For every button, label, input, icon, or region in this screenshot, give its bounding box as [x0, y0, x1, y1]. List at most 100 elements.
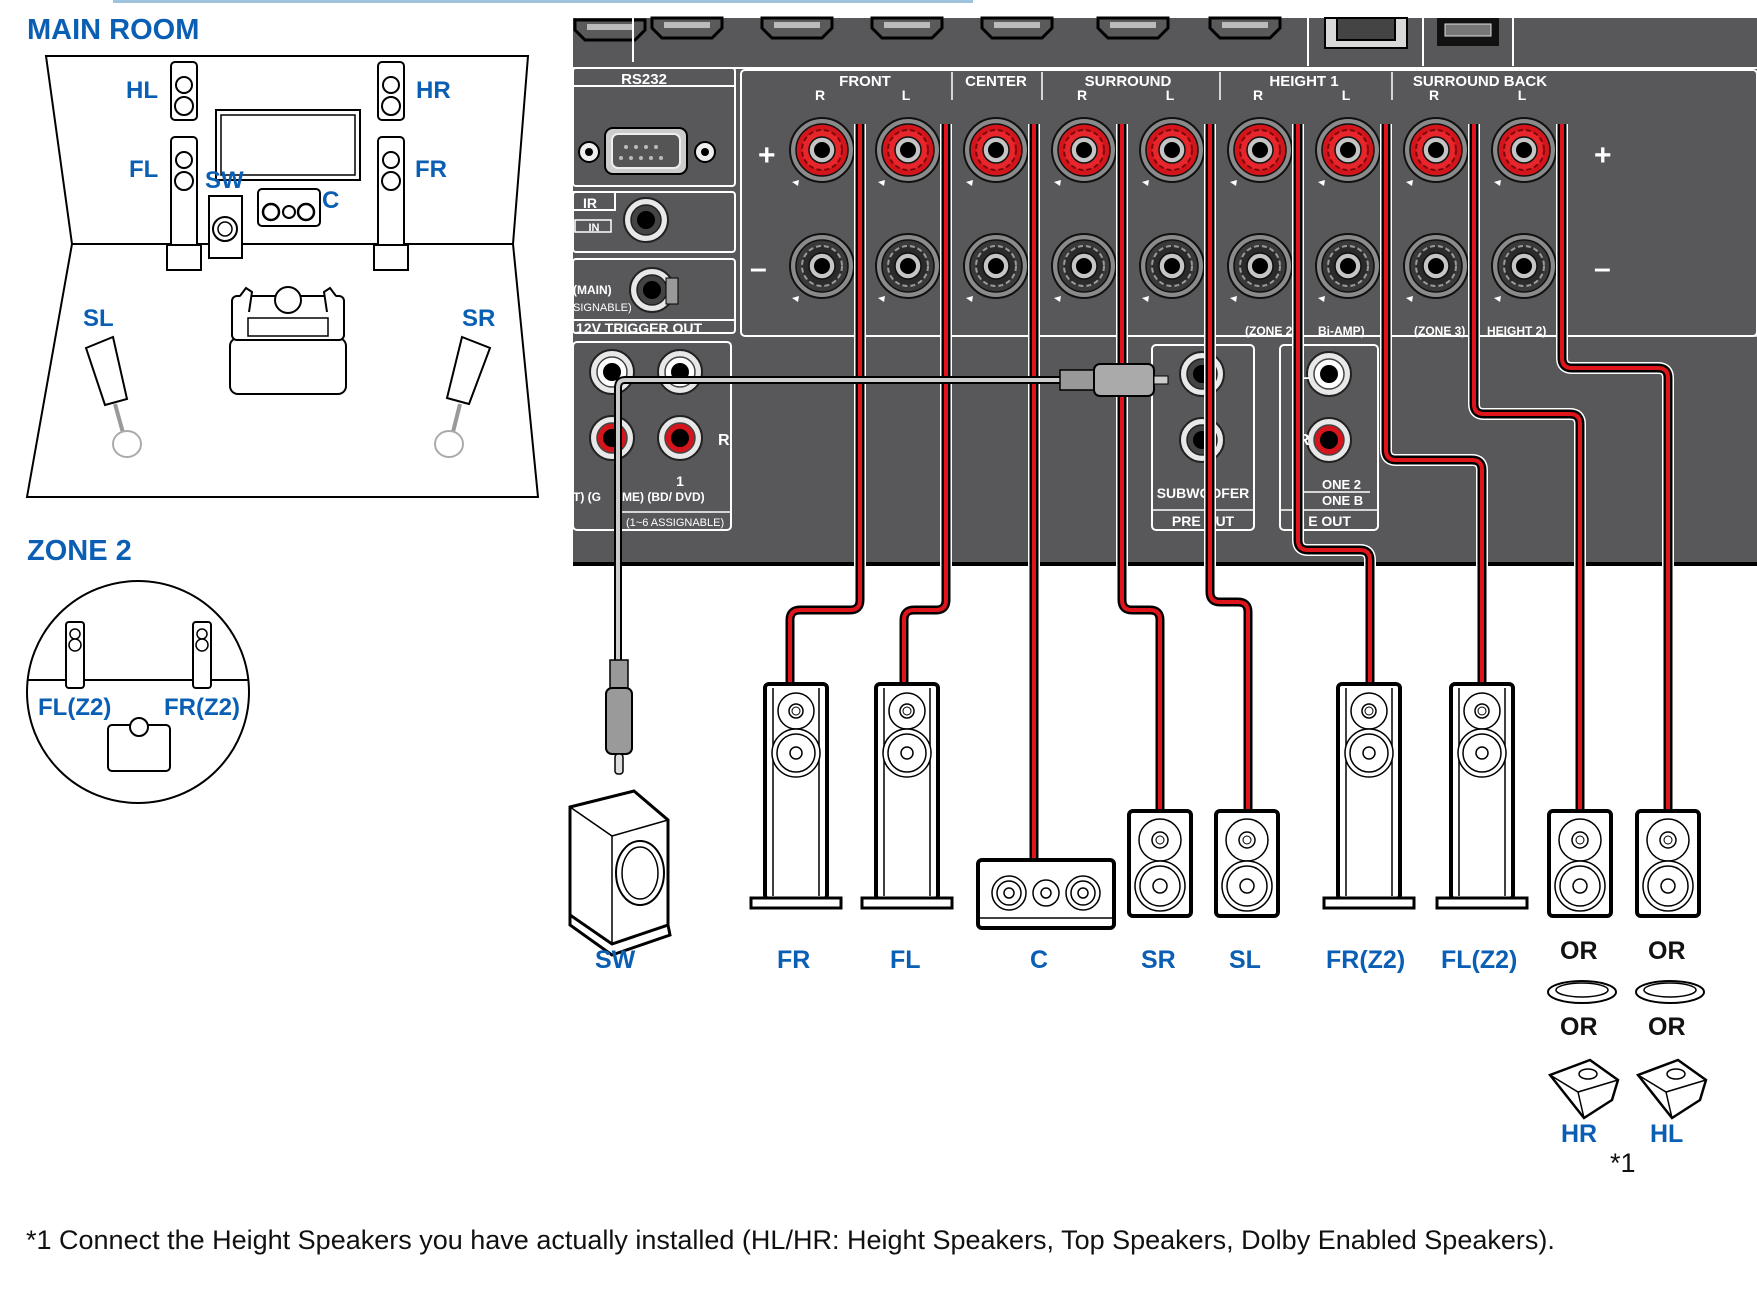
- ir-in-label: IN: [589, 222, 600, 234]
- hl-bookshelf-speaker-icon: [1635, 809, 1701, 918]
- center-speaker-icon: [976, 858, 1116, 930]
- fr-tower-speaker-icon: [749, 682, 843, 910]
- input-r-label: R: [718, 432, 730, 449]
- input-label-b: ME) (BD/ DVD): [622, 490, 705, 504]
- subwoofer-rca-cable: [605, 363, 1169, 775]
- input-number-label: 1: [676, 473, 684, 489]
- main-room-label-hl: HL: [126, 77, 158, 104]
- c-speaker-icon: [257, 188, 321, 227]
- speaker-label-fr: FR: [777, 946, 811, 974]
- terminal-channel-label: L: [1342, 87, 1351, 103]
- zone3-term-label: (ZONE 3): [1414, 324, 1465, 338]
- plus-label-right: +: [1594, 139, 1612, 172]
- speaker-label-c: C: [1030, 946, 1049, 974]
- ir-label: IR: [583, 195, 597, 211]
- sr-speaker-icon: [434, 335, 492, 458]
- listener-sofa-icon: [229, 286, 347, 395]
- hr-bookshelf-speaker-icon: [1547, 809, 1613, 918]
- terminal-channel-label: L: [902, 87, 911, 103]
- sl-bookshelf-speaker-icon: [1214, 809, 1280, 918]
- terminal-group-label: SURROUND: [1085, 73, 1172, 90]
- main-room-label-fl: FL: [129, 156, 159, 183]
- or-label-hr-1: OR: [1560, 937, 1598, 965]
- minus-label: –: [750, 252, 767, 285]
- zone2-term-label: (ZONE 2): [1245, 324, 1296, 338]
- speaker-cables: [784, 124, 1674, 860]
- input-assign-label: (1~6 ASSIGNABLE): [626, 517, 724, 529]
- footnote-text: *1 Connect the Height Speakers you have …: [26, 1225, 1555, 1255]
- minus-label-right: –: [1594, 252, 1611, 285]
- trigger-label: 12V TRIGGER OUT: [576, 320, 702, 336]
- height-label-hr: HR: [1561, 1120, 1598, 1148]
- speaker-cable: [1120, 124, 1162, 811]
- note-marker: *1: [1610, 1148, 1636, 1178]
- speaker-cable: [1208, 124, 1250, 811]
- terminal-channel-label: R: [1429, 87, 1439, 103]
- hl-speaker-icon: [170, 61, 198, 121]
- biamp-term-label: Bi-AMP): [1318, 324, 1365, 338]
- terminal-channel-label: L: [1518, 87, 1527, 103]
- terminal-channel-label: L: [1166, 87, 1175, 103]
- zone2-illustration: [26, 580, 250, 804]
- hr-ceiling-speaker-icon: [1547, 980, 1617, 1004]
- fl-speaker-icon: [166, 136, 202, 271]
- zone2-label-fr: FR(Z2): [164, 694, 240, 721]
- main-room-label-sl: SL: [83, 305, 114, 332]
- speaker-label-frz2: FR(Z2): [1326, 946, 1406, 974]
- or-label-hl-1: OR: [1648, 937, 1686, 965]
- terminal-group-label: HEIGHT 1: [1269, 73, 1338, 90]
- zone-l-label: L: [1300, 366, 1310, 383]
- zone2-out-label: ONE 2: [1322, 477, 1361, 492]
- main-room-title: MAIN ROOM: [27, 14, 200, 46]
- speaker-cable: [1560, 124, 1670, 811]
- rs232-label: RS232: [621, 71, 667, 88]
- speaker-label-sl: SL: [1229, 946, 1261, 974]
- terminal-group-label: SURROUND BACK: [1413, 73, 1547, 90]
- sr-bookshelf-speaker-icon: [1127, 809, 1193, 918]
- speaker-label-flz2: FL(Z2): [1441, 946, 1518, 974]
- terminal-group-label: CENTER: [965, 73, 1027, 90]
- pre-out-label: PRE OUT: [1172, 513, 1235, 529]
- sl-speaker-icon: [84, 335, 142, 458]
- sw-speaker-icon: [208, 195, 243, 259]
- speaker-label-sr: SR: [1141, 946, 1176, 974]
- plus-label: +: [758, 139, 776, 172]
- or-label-hr-2: OR: [1560, 1013, 1598, 1041]
- hl-ceiling-speaker-icon: [1635, 980, 1705, 1004]
- zoneb-out-label: ONE B: [1322, 493, 1363, 508]
- terminal-channel-label: R: [815, 87, 825, 103]
- hr-dolby-enabled-speaker-icon: [1547, 1058, 1620, 1120]
- main-room-label-sr: SR: [462, 305, 496, 332]
- speaker-cable: [1296, 124, 1372, 684]
- terminal-channel-label: R: [1077, 87, 1087, 103]
- hl-dolby-enabled-speaker-icon: [1635, 1058, 1708, 1120]
- subwoofer-label: SUBWOOFER: [1157, 485, 1250, 501]
- speaker-cable: [902, 124, 948, 684]
- height-label-hl: HL: [1650, 1120, 1684, 1148]
- main-room-illustration: [25, 55, 540, 498]
- assignable-label: SIGNABLE): [573, 302, 632, 314]
- frz2-tower-speaker-icon: [1322, 682, 1416, 910]
- speaker-cable: [788, 124, 862, 684]
- or-label-hl-2: OR: [1648, 1013, 1686, 1041]
- receiver-rear-panel: RS232 IR IN (MAIN) SIGNABLE) 12V TRIGGER…: [572, 16, 1757, 566]
- speaker-label-sw: SW: [595, 946, 636, 974]
- input-label-a: T) (G: [573, 490, 601, 504]
- speaker-label-fl: FL: [890, 946, 921, 974]
- flz2-tower-speaker-icon: [1435, 682, 1529, 910]
- subwoofer-speaker-icon: [568, 789, 672, 957]
- line-out-label: L E OUT: [1296, 513, 1351, 529]
- header-rule: [113, 0, 973, 3]
- terminal-group-label: FRONT: [839, 73, 891, 90]
- speaker-cable: [1472, 124, 1582, 811]
- fr-speaker-icon: [373, 136, 409, 271]
- height2-term-label: HEIGHT 2): [1487, 324, 1546, 338]
- main-room-label-c: C: [322, 187, 340, 214]
- fl-tower-speaker-icon: [860, 682, 954, 910]
- zone2-title: ZONE 2: [27, 535, 132, 567]
- main-label: (MAIN): [573, 283, 612, 297]
- terminal-channel-label: R: [1253, 87, 1263, 103]
- speaker-cable: [1384, 124, 1484, 684]
- main-room-label-sw: SW: [205, 167, 244, 194]
